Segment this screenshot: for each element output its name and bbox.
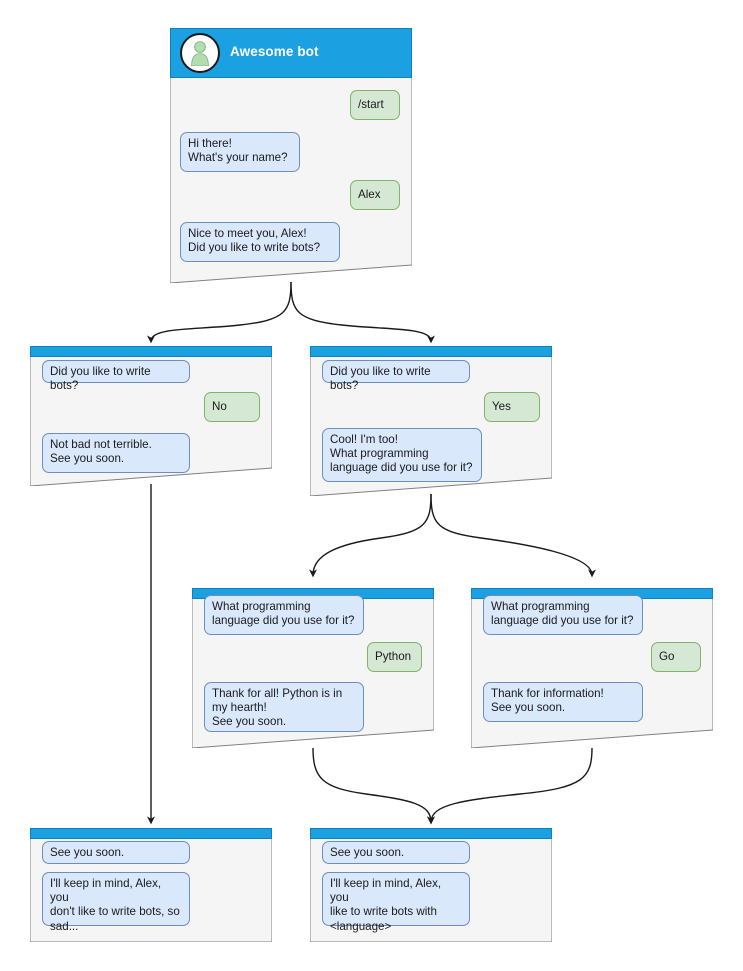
edge-yes-to-python <box>309 493 432 578</box>
node-no-branch-header <box>30 346 272 357</box>
edge-root-to-no <box>147 281 292 344</box>
bubble-bot: See you soon. <box>322 841 470 864</box>
bubble-bot: Hi there! What's your name? <box>180 132 300 172</box>
bubble-bot: What programming language did you use fo… <box>483 595 643 635</box>
bubble-bot: What programming language did you use fo… <box>204 595 364 635</box>
person-avatar-icon <box>180 33 220 73</box>
node-root-title: Awesome bot <box>230 44 319 59</box>
node-python-branch[interactable]: What programming language did you use fo… <box>192 588 434 748</box>
node-end-sad-header <box>30 828 272 839</box>
bubble-user: Yes <box>484 392 540 422</box>
edge-yes-to-go <box>430 493 596 578</box>
edge-python-to-end-happy <box>312 747 435 825</box>
person-glyph <box>191 41 209 66</box>
bubble-bot: Not bad not terrible. See you soon. <box>42 433 190 473</box>
bubble-bot: I'll keep in mind, Alex, you don't like … <box>42 872 190 933</box>
bubble-user: Alex <box>350 180 400 210</box>
bubble-bot: Cool! I'm too! What programming language… <box>322 428 482 482</box>
bubble-bot: Did you like to write bots? <box>42 360 190 392</box>
node-yes-branch[interactable]: Did you like to write bots? Yes Cool! I'… <box>310 346 552 496</box>
node-end-happy-header <box>310 828 552 839</box>
bubble-bot: Nice to meet you, Alex! Did you like to … <box>180 222 340 262</box>
bubble-bot: I'll keep in mind, Alex, you like to wri… <box>322 872 470 933</box>
bubble-user: Go <box>651 642 701 672</box>
bubble-user: /start <box>350 90 400 120</box>
bubble-bot: Thank for information! See you soon. <box>483 682 643 722</box>
bubble-bot: See you soon. <box>42 841 190 864</box>
node-yes-branch-header <box>310 346 552 357</box>
bubble-user: Python <box>367 642 422 672</box>
node-root[interactable]: Awesome bot /start Hi there! What's your… <box>170 28 412 283</box>
edge-go-to-end-happy <box>427 747 593 825</box>
node-go-branch[interactable]: What programming language did you use fo… <box>471 588 713 748</box>
node-no-branch[interactable]: Did you like to write bots? No Not bad n… <box>30 346 272 486</box>
edge-root-to-yes <box>290 281 435 344</box>
bubble-user: No <box>204 392 260 422</box>
bubble-bot: Did you like to write bots? <box>322 360 470 392</box>
node-end-sad[interactable]: See you soon. I'll keep in mind, Alex, y… <box>30 828 272 942</box>
node-end-happy[interactable]: See you soon. I'll keep in mind, Alex, y… <box>310 828 552 942</box>
bubble-bot: Thank for all! Python is in my hearth! S… <box>204 682 364 732</box>
